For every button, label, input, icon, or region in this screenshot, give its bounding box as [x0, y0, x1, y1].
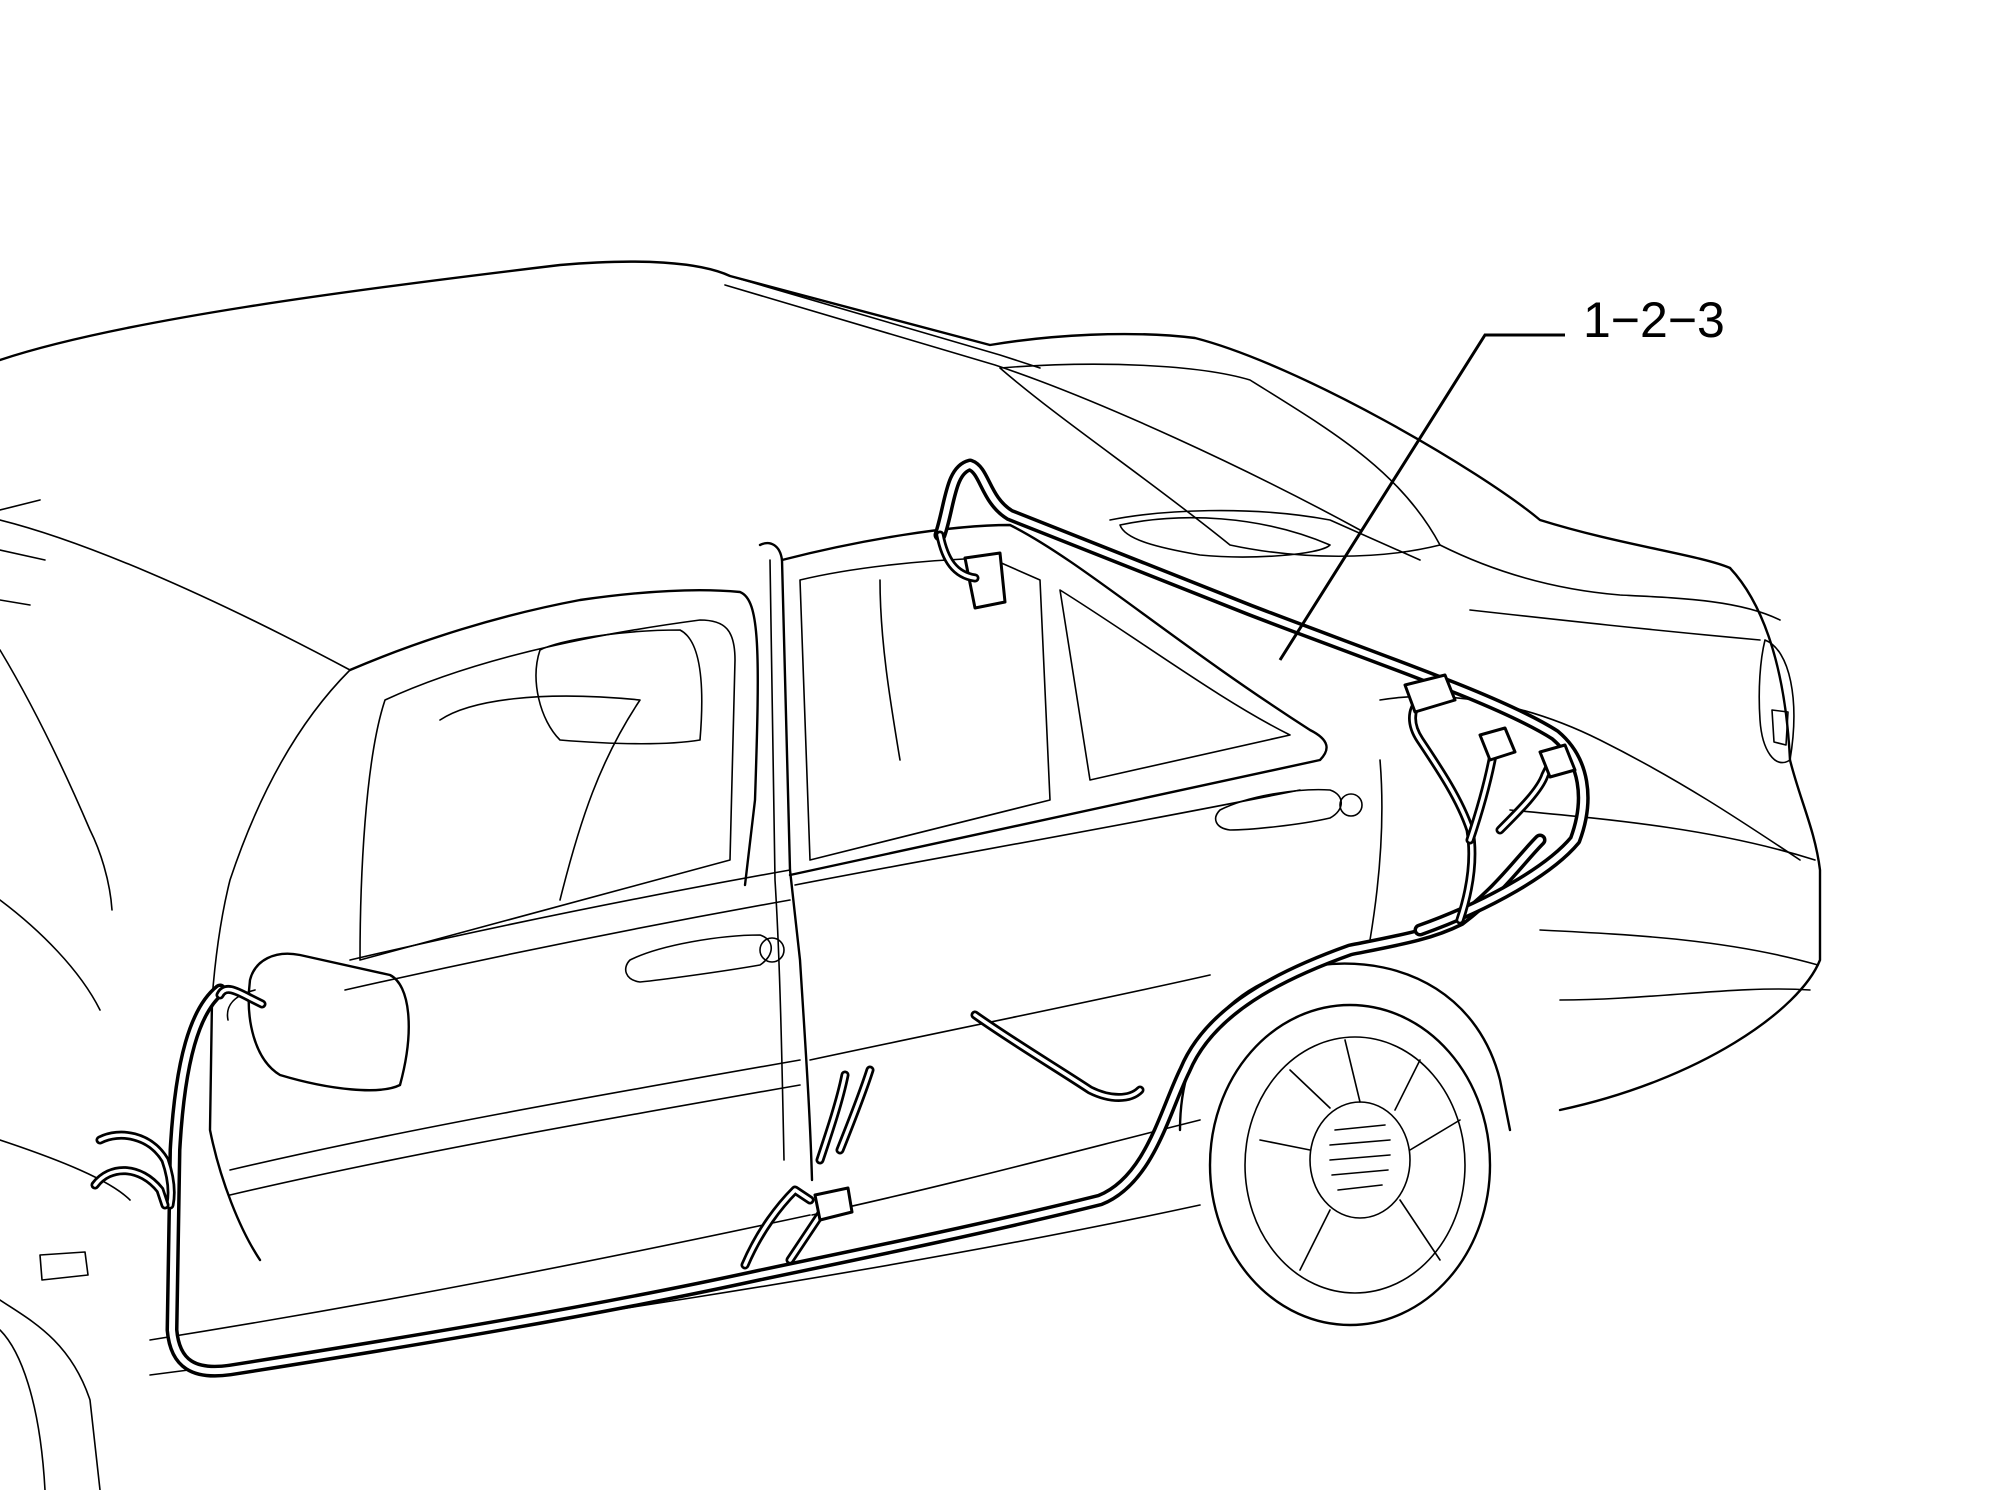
rear-tire: [1208, 1003, 1492, 1327]
a-pillar-front: [211, 669, 351, 1001]
front-door-handle: [624, 934, 773, 983]
windshield-wiper-lines: [0, 499, 46, 606]
rear-door-frame: [780, 523, 1328, 877]
rear-branch-1-core: [1410, 698, 1474, 922]
rear-end-outline: [1558, 566, 1822, 1112]
side-mirror-base: [226, 989, 256, 1021]
front-door-body: [208, 998, 262, 1262]
roof-connector: [963, 551, 1007, 610]
tail-light: [1758, 639, 1795, 764]
harness-main-run-core: [169, 837, 1543, 1375]
rear-door-lock: [1339, 793, 1363, 817]
callout-label: 1−2−3: [1583, 292, 1725, 348]
rear-door-branch-core: [973, 1013, 1142, 1100]
rear-hubcap: [1309, 1101, 1411, 1219]
front-door-lock: [759, 937, 785, 963]
rear-quarter-window: [1059, 589, 1291, 781]
front-bumper: [0, 1299, 101, 1490]
trunk-lid: [1439, 544, 1781, 621]
rear-door-window: [799, 557, 1051, 861]
side-mirror: [247, 952, 410, 1092]
rear-window-inner: [1109, 509, 1421, 561]
harness-roof-run-core: [937, 462, 1587, 933]
rear-door-belt: [794, 789, 1301, 886]
rear-bumper-line: [1559, 988, 1811, 1001]
rear-branch-3-core: [1498, 763, 1552, 832]
rear-window-outline: [999, 363, 1441, 557]
rear-door-rubstrip: [809, 974, 1211, 1061]
rear-rim: [1244, 1036, 1466, 1294]
roof-connector-lead-core: [938, 533, 977, 580]
trunk-lid-edge: [1469, 609, 1761, 641]
front-door-rubstrip: [229, 1059, 801, 1171]
front-branch-lower-core: [93, 1168, 167, 1207]
rear-door-rear-edge: [1369, 759, 1383, 941]
front-branch-upper-core: [98, 1133, 173, 1207]
front-door-bottom: [149, 1214, 811, 1341]
b-pillar-connector: [813, 1186, 854, 1222]
front-door-rubstrip-lower: [229, 1084, 801, 1196]
front-door-window: [359, 619, 736, 961]
rear-seat: [879, 579, 901, 761]
windshield-edge: [0, 519, 351, 671]
b-pillar-branch-core: [743, 1068, 872, 1267]
roof-rail-inner: [724, 284, 1361, 531]
front-fender: [0, 1139, 131, 1201]
front-seat-back: [439, 695, 641, 901]
rear-door-handle: [1214, 788, 1343, 831]
hood-line: [0, 899, 101, 1011]
callout-leader-line: [1278, 333, 1565, 661]
hubcap-grille: [1329, 1124, 1391, 1191]
car-body: [0, 260, 1822, 1490]
rear-connector-1: [1403, 673, 1457, 714]
mirror-branch-core: [218, 987, 264, 1006]
rear-bumper-lower: [1539, 929, 1819, 966]
rear-door-branch: [970, 1010, 1145, 1102]
front-side-marker: [39, 1251, 89, 1281]
front-bumper-edge: [0, 1329, 46, 1490]
callout-1-2-3: 1−2−3: [1278, 292, 1725, 661]
a-pillar-line: [0, 649, 113, 911]
roof-outline: [0, 260, 1732, 570]
roof-rail: [729, 275, 1041, 369]
front-seat-headrest: [535, 629, 703, 745]
tail-light-lens: [1771, 709, 1789, 746]
rear-bumper-upper: [1509, 809, 1816, 861]
front-door-belt-lower: [344, 899, 791, 991]
front-door-belt: [349, 869, 791, 961]
b-pillar: [758, 541, 814, 1182]
rear-connector-2: [1478, 726, 1517, 762]
rear-connector-3: [1538, 743, 1577, 779]
rear-branch-2-core: [1468, 743, 1497, 842]
rear-wheel-spokes: [1259, 1039, 1461, 1271]
high-brake-light: [1119, 516, 1331, 558]
front-door-frame: [348, 588, 759, 887]
b-pillar-inner: [769, 559, 785, 1161]
wiring-harness: [90, 458, 1590, 1378]
